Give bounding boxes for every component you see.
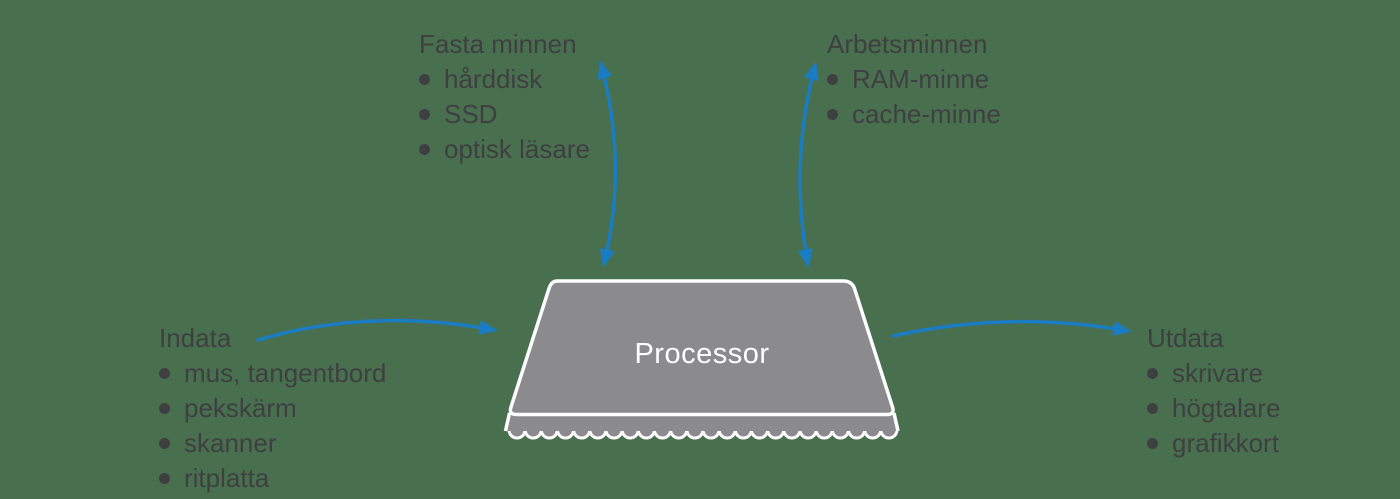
list-item: mus, tangentbord <box>159 356 386 391</box>
list-item: skanner <box>159 426 386 461</box>
group-title-fasta-minnen: Fasta minnen <box>419 29 577 59</box>
list-item: cache-minne <box>827 97 1001 132</box>
list-item: optisk läsare <box>419 132 590 167</box>
arrow-processor-to-utdata <box>891 319 1132 338</box>
list-item: högtalare <box>1147 391 1280 426</box>
list-item: ritplatta <box>159 461 386 496</box>
arrow-arbetsminnen-processor <box>797 61 819 268</box>
group-title-utdata: Utdata <box>1147 323 1224 353</box>
processor-body <box>508 279 895 417</box>
processor-label: Processor <box>634 338 769 370</box>
list-item: skrivare <box>1147 356 1280 391</box>
group-title-indata: Indata <box>159 323 232 353</box>
list-item: pekskärm <box>159 391 386 426</box>
arrow-fasta-minnen-processor <box>597 60 618 268</box>
list-item: grafikkort <box>1147 426 1280 461</box>
group-title-arbetsminnen: Arbetsminnen <box>827 29 988 59</box>
list-item: hårddisk <box>419 62 590 97</box>
arrow-indata-to-processor <box>256 318 498 342</box>
processor-base <box>505 413 898 431</box>
list-item: RAM-minne <box>827 62 1001 97</box>
processor-base-edges <box>503 412 900 432</box>
list-item: SSD <box>419 97 590 132</box>
